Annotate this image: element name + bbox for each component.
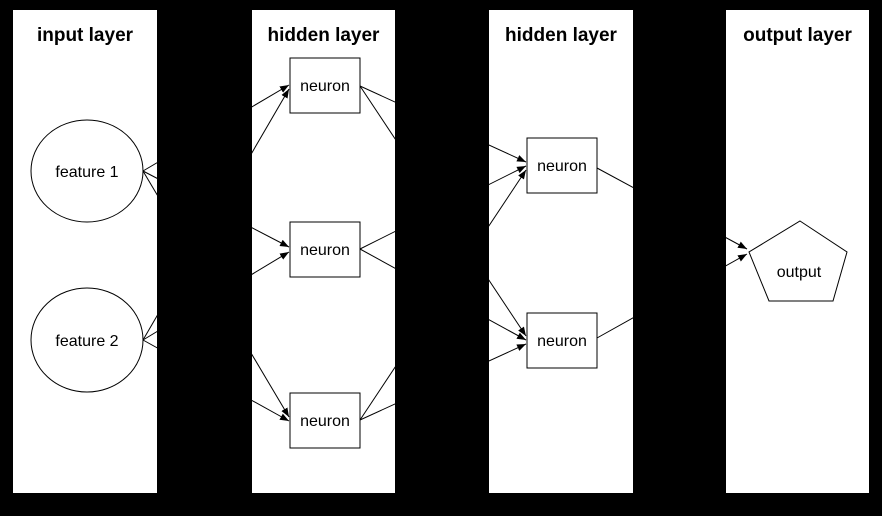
h1-neuron-1-label: neuron: [300, 78, 350, 95]
edge-feature-2-to-h1-neuron-2: [142, 251, 290, 341]
input-layer-panel: [13, 10, 157, 493]
h1-neuron-2-node: [289, 221, 361, 278]
hidden-layer-2-panel: [489, 10, 633, 493]
hidden-layer-1-title: hidden layer: [268, 25, 381, 46]
feature-1-node: [30, 119, 144, 223]
feature-1-label: feature 1: [55, 164, 118, 181]
feature-2-label: feature 2: [55, 333, 118, 350]
edge-h1-neuron-1-to-h2-neuron-2: [359, 85, 527, 337]
edge-h1-neuron-2-to-h2-neuron-2: [359, 248, 527, 341]
h2-neuron-2-node: [526, 312, 598, 369]
hidden-layer-2-title: hidden layer: [505, 25, 618, 46]
output-label: output: [777, 264, 822, 281]
h2-neuron-1-label: neuron: [537, 158, 587, 175]
feature-2-node: [30, 287, 144, 393]
input-layer-title: input layer: [37, 25, 134, 46]
h2-neuron-2-label: neuron: [537, 333, 587, 350]
h2-neuron-1-node: [526, 137, 598, 194]
edge-h2-neuron-1-to-output: [596, 167, 748, 250]
edge-h1-neuron-3-to-h2-neuron-2: [359, 343, 527, 421]
edges: [142, 84, 748, 422]
h1-neuron-1-node: [289, 57, 361, 114]
nodes: [30, 57, 848, 449]
h1-neuron-2-label: neuron: [300, 242, 350, 259]
h1-neuron-3-label: neuron: [300, 413, 350, 430]
edge-feature-1-to-h1-neuron-2: [142, 170, 290, 248]
edge-h2-neuron-2-to-output: [596, 253, 748, 339]
edge-h1-neuron-2-to-h2-neuron-1: [359, 165, 527, 250]
edge-feature-1-to-h1-neuron-1: [142, 84, 290, 172]
output-node: [748, 220, 848, 302]
edge-feature-2-to-h1-neuron-3: [142, 339, 290, 422]
edge-h1-neuron-1-to-h2-neuron-1: [359, 85, 527, 163]
h1-neuron-3-node: [289, 392, 361, 449]
output-layer-title: output layer: [743, 25, 852, 46]
edge-feature-2-to-h1-neuron-1: [142, 88, 290, 341]
edge-feature-1-to-h1-neuron-3: [142, 170, 290, 418]
